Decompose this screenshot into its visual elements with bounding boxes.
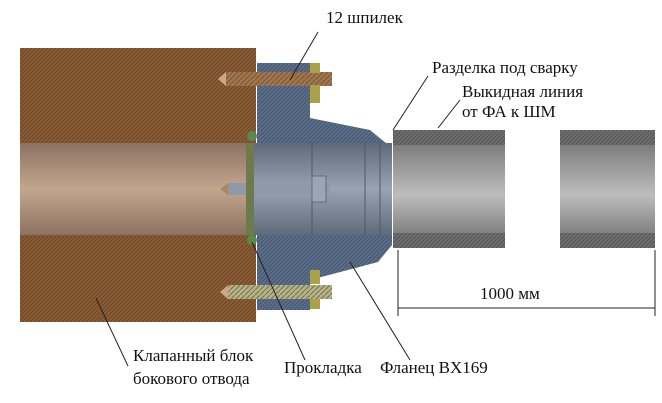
label-gasket: Прокладка — [284, 358, 362, 377]
label-weld-bevel: Разделка под сварку — [432, 58, 578, 77]
leader-lines — [95, 31, 461, 367]
flowline-pipe — [393, 130, 655, 248]
label-dimension: 1000 мм — [480, 284, 540, 303]
gasket — [246, 131, 257, 245]
valve-block — [20, 48, 256, 322]
dimension-line — [397, 250, 656, 316]
label-valve-block-line2: бокового отвода — [133, 369, 250, 388]
label-flowline-line1: Выкидная линия — [462, 82, 584, 101]
label-flowline-line2: от ФА к ШМ — [462, 102, 556, 121]
label-studs: 12 шпилек — [326, 8, 403, 27]
label-flange: Фланец BX169 — [380, 358, 488, 377]
label-valve-block-line1: Клапанный блок — [133, 346, 254, 365]
